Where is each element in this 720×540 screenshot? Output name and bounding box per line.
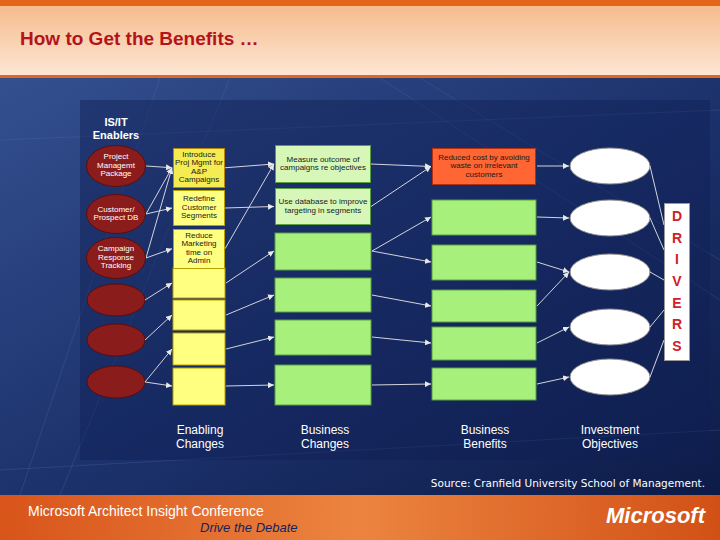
dependency-arrow (146, 168, 172, 258)
business-change-box: Use database to improve targeting in seg… (275, 188, 371, 225)
header-strip (0, 0, 720, 6)
dependency-arrow (371, 167, 431, 207)
objective-ovals (570, 148, 650, 395)
business-change-box: Measure outcome of campaigns re objectiv… (275, 145, 371, 183)
dependency-lines (145, 166, 569, 386)
source-note: Source: Cranfield University School of M… (360, 477, 705, 489)
column-heading: Business Changes (285, 424, 365, 452)
oval-shape (87, 195, 146, 234)
dependency-arrow (146, 166, 172, 168)
main-ground (0, 78, 720, 495)
column-heading: Enabling Changes (160, 424, 240, 452)
building-texture (0, 78, 720, 495)
node-label: Redefine Customer Segments (175, 195, 223, 220)
dependency-arrow (225, 164, 274, 168)
node-label: Use database to improve targeting in seg… (277, 198, 369, 215)
footer-band (0, 495, 720, 540)
node-label: Reduced cost by avoiding waste on irrele… (434, 154, 534, 179)
business-benefit-box: Reduced cost by avoiding waste on irrele… (432, 148, 536, 185)
conference-name: Microsoft Architect Insight Conference (28, 503, 388, 519)
brand-logo: Microsoft (545, 503, 705, 528)
node-label: Project Managemt Package (89, 153, 143, 178)
dependency-arrow (371, 164, 431, 167)
empty-enabling-boxes (173, 268, 225, 405)
oval-shape (87, 146, 146, 187)
enabling-change-box: Introduce Proj Mgmt for A&P Campaigns (173, 148, 225, 188)
enabling-change-box: Reduce Marketing time on Admin (173, 229, 225, 269)
enabling-change-box: Redefine Customer Segments (173, 190, 225, 226)
oval-shape (87, 238, 146, 279)
dependency-arrow (146, 168, 172, 214)
dependency-arrow (146, 249, 172, 258)
node-label: Reduce Marketing time on Admin (175, 232, 223, 266)
vertical-label: DRIVERS (672, 206, 683, 358)
node-label: Campaign Response Tracking (89, 245, 143, 270)
enabler-oval: Customer/ Prospect DB (86, 194, 146, 234)
node-label: Measure outcome of campaigns re objectiv… (277, 156, 369, 173)
column-heading: IS/IT Enablers (82, 116, 150, 141)
enabler-oval: Project Managemt Package (86, 145, 146, 187)
empty-business-boxes (275, 200, 536, 405)
empty-enabler-ovals (87, 284, 145, 398)
node-label: Introduce Proj Mgmt for A&P Campaigns (175, 151, 223, 185)
header-band (0, 0, 720, 78)
slide-title: How to Get the Benefits … (20, 28, 259, 50)
enabler-oval: Campaign Response Tracking (86, 237, 146, 279)
node-label: Customer/ Prospect DB (89, 206, 143, 223)
drivers-box: DRIVERS (664, 203, 690, 361)
column-heading: Investment Objectives (560, 424, 660, 452)
header-rule (0, 75, 720, 78)
driver-lines (650, 166, 664, 377)
diagram-panel (80, 100, 710, 460)
tagline: Drive the Debate (200, 521, 400, 536)
dependency-arrow (225, 164, 274, 249)
column-heading: Business Benefits (445, 424, 525, 452)
